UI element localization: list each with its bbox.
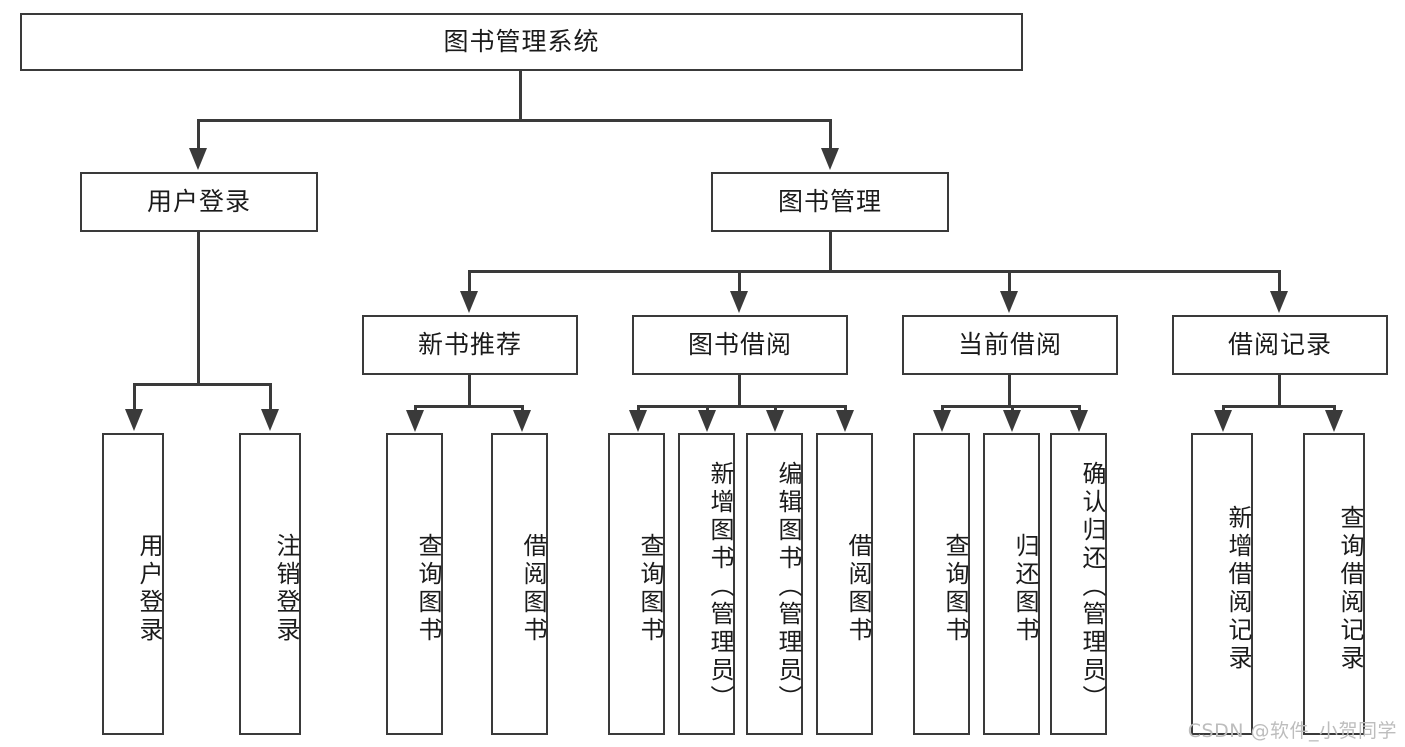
leaf-add-borrow-record[interactable]: 新增借阅记录 [1191, 433, 1253, 735]
arrow-current-borrow-to-leaf-3 [1070, 410, 1088, 432]
connector-current-borrow-to-leaf-3 [1078, 405, 1081, 413]
connector-root-to-user-login [197, 119, 200, 149]
arrow-user-login-to-leaf-1 [125, 409, 143, 431]
leaf-edit-book-admin[interactable]: 编辑图书（管理员） [746, 433, 803, 735]
arrow-root-to-user-login [189, 148, 207, 170]
node-new-book-recommend[interactable]: 新书推荐 [362, 315, 578, 375]
connector-root-to-book-mgmt [829, 119, 832, 149]
arrow-book-mgmt-to-record [1270, 291, 1288, 313]
leaf-query-book-1[interactable]: 查询图书 [386, 433, 443, 735]
leaf-query-book-2-label: 查询图书 [636, 533, 664, 645]
node-book-mgmt-label: 图书管理 [777, 187, 882, 217]
connector-borrow-record-to-leaf-1 [1222, 405, 1225, 413]
node-book-borrow[interactable]: 图书借阅 [632, 315, 848, 375]
connector-current-borrow-to-leaf-1 [941, 405, 944, 413]
arrow-borrow-record-to-leaf-1 [1214, 410, 1232, 432]
connector-new-book-to-leaf-2 [521, 405, 524, 413]
leaf-query-borrow-record-label: 查询借阅记录 [1336, 505, 1364, 673]
arrow-current-borrow-to-leaf-1 [933, 410, 951, 432]
arrow-book-mgmt-to-new-book [460, 291, 478, 313]
node-new-book-recommend-label: 新书推荐 [417, 330, 522, 360]
leaf-add-borrow-record-label: 新增借阅记录 [1224, 505, 1252, 673]
leaf-add-book-admin[interactable]: 新增图书（管理员） [678, 433, 735, 735]
arrow-book-borrow-to-leaf-4 [836, 410, 854, 432]
leaf-confirm-return-admin-label: 确认归还（管理员） [1078, 461, 1106, 713]
connector-book-borrow-stem [738, 375, 741, 407]
leaf-query-borrow-record[interactable]: 查询借阅记录 [1303, 433, 1365, 735]
arrow-borrow-record-to-leaf-2 [1325, 410, 1343, 432]
leaf-user-login[interactable]: 用户登录 [102, 433, 164, 735]
leaf-return-book[interactable]: 归还图书 [983, 433, 1040, 735]
connector-current-borrow-stem [1008, 375, 1011, 407]
connector-book-borrow-to-leaf-4 [844, 405, 847, 413]
connector-book-borrow-to-leaf-1 [637, 405, 640, 413]
arrow-new-book-to-leaf-1 [406, 410, 424, 432]
connector-book-mgmt-to-borrow [738, 270, 741, 292]
connector-book-mgmt-to-new-book [468, 270, 471, 292]
leaf-query-book-2[interactable]: 查询图书 [608, 433, 665, 735]
leaf-user-login-label: 用户登录 [135, 533, 163, 645]
leaf-borrow-book-2[interactable]: 借阅图书 [816, 433, 873, 735]
connector-borrow-record-to-leaf-2 [1333, 405, 1336, 413]
arrow-book-borrow-to-leaf-1 [629, 410, 647, 432]
node-borrow-record-label: 借阅记录 [1227, 330, 1332, 360]
arrow-root-to-book-mgmt [821, 148, 839, 170]
connector-user-login-bus [133, 383, 272, 386]
node-user-login[interactable]: 用户登录 [80, 172, 318, 232]
leaf-return-book-label: 归还图书 [1011, 533, 1039, 645]
connector-book-borrow-bus [637, 405, 847, 408]
leaf-query-book-3-label: 查询图书 [941, 533, 969, 645]
connector-user-login-to-leaf-1 [133, 383, 136, 410]
connector-book-borrow-to-leaf-2 [706, 405, 709, 413]
leaf-confirm-return-admin[interactable]: 确认归还（管理员） [1050, 433, 1107, 735]
arrow-book-borrow-to-leaf-2 [698, 410, 716, 432]
connector-new-book-bus [414, 405, 524, 408]
connector-new-book-to-leaf-1 [414, 405, 417, 413]
leaf-edit-book-admin-label: 编辑图书（管理员） [774, 461, 802, 713]
arrow-book-mgmt-to-borrow [730, 291, 748, 313]
connector-book-mgmt-bus [468, 270, 1279, 273]
node-user-login-label: 用户登录 [146, 187, 251, 217]
leaf-query-book-3[interactable]: 查询图书 [913, 433, 970, 735]
leaf-borrow-book-1-label: 借阅图书 [519, 533, 547, 645]
leaf-logout[interactable]: 注销登录 [239, 433, 301, 735]
connector-current-borrow-to-leaf-2 [1011, 405, 1014, 413]
connector-borrow-record-stem [1278, 375, 1281, 407]
node-root-label: 图书管理系统 [443, 27, 600, 57]
connector-book-mgmt-to-record [1278, 270, 1281, 292]
leaf-logout-label: 注销登录 [272, 533, 300, 645]
node-current-borrow-label: 当前借阅 [957, 330, 1062, 360]
connector-book-mgmt-stem [829, 232, 832, 272]
arrow-current-borrow-to-leaf-2 [1003, 410, 1021, 432]
arrow-book-borrow-to-leaf-3 [766, 410, 784, 432]
arrow-user-login-to-leaf-2 [261, 409, 279, 431]
leaf-borrow-book-2-label: 借阅图书 [844, 533, 872, 645]
connector-user-login-stem [197, 232, 200, 385]
watermark-text: CSDN @软件_小贺同学 [1187, 720, 1397, 742]
node-book-mgmt[interactable]: 图书管理 [711, 172, 949, 232]
connector-user-login-to-leaf-2 [269, 383, 272, 410]
connector-root-bus [197, 119, 831, 122]
arrow-new-book-to-leaf-2 [513, 410, 531, 432]
connector-new-book-stem [468, 375, 471, 407]
connector-book-mgmt-to-current [1008, 270, 1011, 292]
node-borrow-record[interactable]: 借阅记录 [1172, 315, 1388, 375]
leaf-borrow-book-1[interactable]: 借阅图书 [491, 433, 548, 735]
connector-book-borrow-to-leaf-3 [774, 405, 777, 413]
node-root[interactable]: 图书管理系统 [20, 13, 1023, 71]
leaf-add-book-admin-label: 新增图书（管理员） [706, 461, 734, 713]
connector-root-stem [519, 71, 522, 121]
arrow-book-mgmt-to-current [1000, 291, 1018, 313]
node-current-borrow[interactable]: 当前借阅 [902, 315, 1118, 375]
leaf-query-book-1-label: 查询图书 [414, 533, 442, 645]
node-book-borrow-label: 图书借阅 [687, 330, 792, 360]
connector-borrow-record-bus [1222, 405, 1336, 408]
